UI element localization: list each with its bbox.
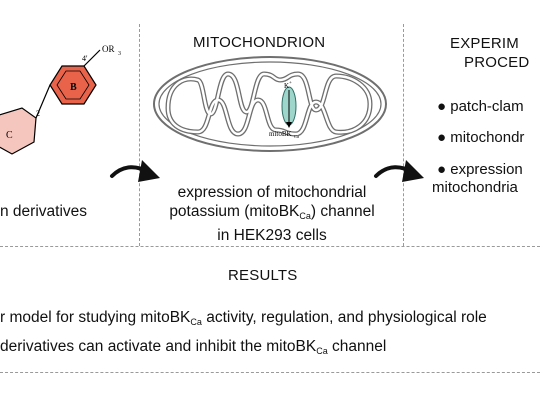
middle-caption-line2: potassium (mitoBKCa) channel [169,203,375,221]
ring-b-label: B [70,82,77,93]
ion-label: K [284,82,289,90]
divider-results-top [0,246,540,247]
chemical-structure: B 4' OR 3 2 C [0,44,121,155]
divider-left [139,24,140,246]
bullet-mitochondria: ● mitochondr [437,129,525,146]
ion-charge: + [289,81,292,86]
divider-right [403,24,404,246]
experimental-title-line2: PROCED [464,54,530,71]
mitochondrion-title: MITOCHONDRION [193,34,326,51]
results-line2: derivatives can activate and inhibit the… [0,338,387,356]
substituent-subscript: 3 [118,51,121,57]
ring-c [0,107,37,155]
results-heading: RESULTS [228,267,298,284]
middle-caption-line1: expression of mitochondrial [177,184,367,201]
middle-caption: expression of mitochondrial potassium (m… [140,183,404,245]
experimental-title: EXPERIM PROCED [450,34,529,72]
bullet-patch-clamp: ● patch-clam [437,98,524,115]
position-4prime-label: 4' [82,54,88,63]
bullet-expression-line2: mitochondria [432,179,518,196]
arrow-left-to-middle [110,160,160,182]
position-2-label: 2 [36,109,40,118]
bullet-expression: ● expression [437,161,523,178]
left-caption: n derivatives [0,203,88,220]
arrow-middle-to-right [374,160,424,182]
ring-c-label: C [6,130,13,141]
channel-subscript: Ca [294,134,299,139]
middle-caption-line3: in HEK293 cells [217,227,327,244]
mitochondrion-diagram: K + mitoBK Ca [153,56,387,152]
divider-results-bottom [0,372,540,373]
experimental-title-line1: EXPERIM [450,35,519,52]
channel-label: mitoBK [269,130,292,138]
substituent-label: OR [102,44,115,54]
results-line1: r model for studying mitoBKCa activity, … [0,309,487,327]
